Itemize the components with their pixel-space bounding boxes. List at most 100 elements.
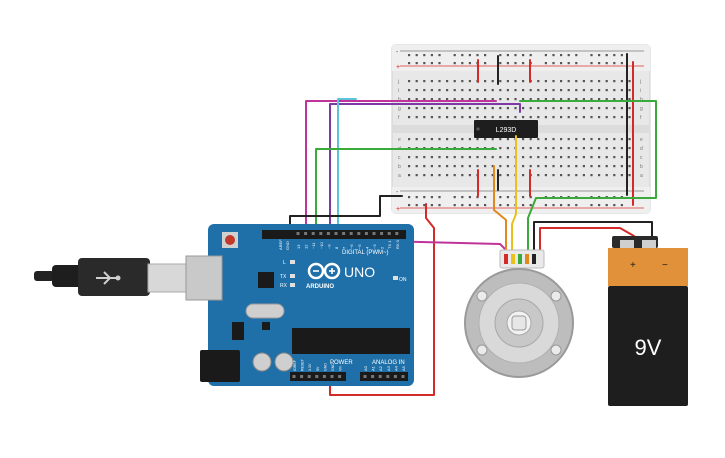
analog-pin-label: A4 bbox=[393, 365, 398, 371]
wire-gnd-black[interactable] bbox=[289, 195, 403, 235]
row-letter: g bbox=[640, 106, 643, 112]
row-letter: i bbox=[640, 88, 641, 94]
power-pin-label: RESET bbox=[301, 358, 305, 371]
wire-5v-red[interactable] bbox=[329, 203, 435, 396]
wire-green-1[interactable] bbox=[315, 148, 497, 235]
digital-pin-label: ~6 bbox=[349, 244, 354, 249]
row-letter: f bbox=[640, 115, 642, 121]
digital-pin-label: 8 bbox=[334, 246, 339, 249]
digital-pin-label: TX 1 bbox=[387, 240, 392, 249]
digital-pin-label: ~5 bbox=[357, 244, 362, 249]
wire-yellow[interactable] bbox=[511, 135, 517, 253]
power-pin-socket[interactable] bbox=[330, 375, 334, 378]
digital-pin-socket[interactable] bbox=[296, 232, 300, 235]
power-label: POWER bbox=[330, 360, 353, 366]
digital-pin-socket[interactable] bbox=[387, 232, 391, 235]
row-letter: j bbox=[397, 79, 399, 85]
digital-pin-socket[interactable] bbox=[319, 232, 323, 235]
analog-pin-label: A1 bbox=[371, 365, 376, 371]
digital-pin-socket[interactable] bbox=[311, 232, 315, 235]
l293d-chip[interactable]: L293D bbox=[474, 120, 538, 138]
uno-label: UNO bbox=[344, 264, 375, 280]
analog-pin-socket[interactable] bbox=[393, 375, 397, 378]
digital-pin-socket[interactable] bbox=[357, 232, 361, 235]
digital-pin-socket[interactable] bbox=[380, 232, 384, 235]
digital-pin-label: RX 0 bbox=[395, 239, 400, 249]
power-pin-socket[interactable] bbox=[338, 375, 342, 378]
aref-label: AREF bbox=[278, 239, 283, 250]
arduino-brand-label: ARDUINO bbox=[306, 284, 334, 290]
wires bbox=[289, 53, 657, 396]
on-label: ON bbox=[399, 277, 407, 283]
wire-battery-black[interactable] bbox=[533, 221, 653, 253]
digital-pin-label: 13 bbox=[296, 244, 301, 249]
battery-plus-label: + bbox=[630, 260, 636, 271]
chip-icon bbox=[474, 120, 538, 138]
power-pin-label: GND bbox=[323, 363, 327, 371]
digital-pin-socket[interactable] bbox=[326, 232, 330, 235]
digital-pin-label: ~10 bbox=[319, 241, 324, 249]
analog-pin-label: A2 bbox=[378, 365, 383, 371]
digital-pin-socket[interactable] bbox=[304, 232, 308, 235]
digital-pin-socket[interactable] bbox=[349, 232, 353, 235]
analog-pin-label: A5 bbox=[401, 365, 406, 371]
digital-pin-label: ~3 bbox=[372, 244, 377, 249]
wire-purple[interactable] bbox=[329, 103, 521, 235]
power-pin-socket[interactable] bbox=[300, 375, 304, 378]
power-pin-socket[interactable] bbox=[322, 375, 326, 378]
l-label: L bbox=[283, 260, 286, 266]
battery-9v-icon[interactable]: + − 9V bbox=[608, 236, 688, 406]
analog-pin-label: A0 bbox=[363, 365, 368, 371]
power-pin-label: IOREF bbox=[293, 359, 297, 371]
digital-pin-label: 7 bbox=[342, 246, 347, 249]
row-letter: j bbox=[639, 79, 641, 85]
row-letter: d bbox=[640, 146, 643, 152]
arduino-board-icon[interactable]: UNO ARDUINO DIGITAL (PWM~) POWER ANALOG … bbox=[185, 224, 414, 386]
analog-pin-label: A3 bbox=[386, 365, 391, 371]
dc-motor-icon[interactable] bbox=[464, 249, 574, 378]
analog-pin-socket[interactable] bbox=[378, 375, 382, 378]
wire-orange[interactable] bbox=[493, 165, 507, 253]
digital-pin-socket[interactable] bbox=[395, 232, 399, 235]
power-pin-label: Vin bbox=[339, 366, 343, 371]
digital-pin-label: 4 bbox=[364, 246, 369, 249]
row-letter: b bbox=[398, 164, 401, 170]
digital-pin-label: ~11 bbox=[311, 242, 316, 249]
row-letter: c bbox=[398, 155, 401, 161]
digital-pin-socket[interactable] bbox=[372, 232, 376, 235]
analog-pin-socket[interactable] bbox=[371, 375, 375, 378]
digital-pin-label: ~9 bbox=[326, 244, 331, 249]
analog-pin-socket[interactable] bbox=[401, 375, 405, 378]
row-letter: g bbox=[398, 106, 401, 112]
digital-label: DIGITAL (PWM~) bbox=[342, 250, 389, 256]
tx-label: TX bbox=[280, 274, 287, 280]
battery-minus-label: − bbox=[662, 260, 668, 271]
wire-cyan[interactable] bbox=[337, 98, 357, 235]
digital-pin-socket[interactable] bbox=[364, 232, 368, 235]
power-pin-label: 3.3V bbox=[308, 363, 312, 371]
power-pin-label: 5V bbox=[316, 366, 320, 371]
power-pin-socket[interactable] bbox=[315, 375, 319, 378]
arduino-logo-icon bbox=[307, 262, 341, 280]
row-letter: a bbox=[640, 173, 643, 179]
analog-pin-socket[interactable] bbox=[363, 375, 367, 378]
analog-pin-socket[interactable] bbox=[386, 375, 390, 378]
power-pin-socket[interactable] bbox=[307, 375, 311, 378]
battery-voltage-label: 9V bbox=[635, 335, 662, 360]
rail-minus-label: - bbox=[396, 49, 399, 56]
wire-green-2[interactable] bbox=[519, 100, 657, 253]
rx-label: RX bbox=[280, 283, 288, 289]
row-letter: b bbox=[640, 164, 643, 170]
power-pin-socket[interactable] bbox=[292, 375, 296, 378]
gnd-label: GND bbox=[285, 241, 290, 250]
digital-pin-label: 2 bbox=[380, 246, 385, 249]
analog-label: ANALOG IN bbox=[372, 360, 405, 366]
rail-minus-label-bottom: - bbox=[396, 189, 399, 196]
wire-magenta[interactable] bbox=[305, 100, 497, 235]
wire-battery-red[interactable] bbox=[539, 227, 635, 253]
usb-cable-icon[interactable] bbox=[34, 258, 187, 296]
digital-pin-socket[interactable] bbox=[334, 232, 338, 235]
digital-pin-socket[interactable] bbox=[342, 232, 346, 235]
